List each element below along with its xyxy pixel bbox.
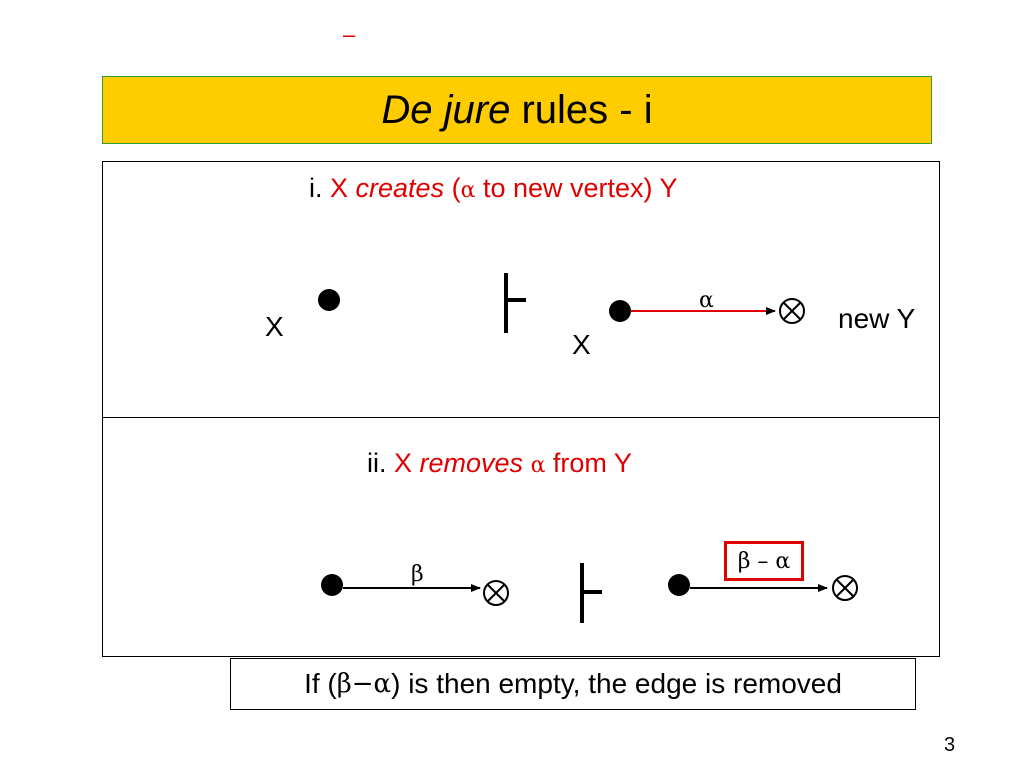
- rule-1-paren-open: (: [444, 173, 461, 203]
- rule-2-greek: α: [530, 453, 546, 478]
- note-after: ) is then empty, the edge is removed: [391, 668, 842, 699]
- rule-1-heading: i. X creates (α to new vertex) Y: [309, 173, 678, 204]
- rule-2-prefix: ii.: [367, 448, 394, 478]
- rule-1-prefix: i.: [309, 173, 331, 203]
- rule-1-new-y-object-icon: [779, 298, 805, 324]
- title-rest: rules - i: [510, 87, 653, 132]
- note-before: If (: [304, 668, 337, 699]
- rule-2-right-edge-label: β – α: [724, 541, 804, 581]
- rule-2-subject: X: [394, 448, 420, 478]
- rule-1-right-x-vertex: [609, 300, 631, 322]
- rule-1-left-x-vertex: [318, 289, 340, 311]
- rule-2-right-x-vertex: [668, 574, 690, 596]
- rule-2-left-y-object-icon: [483, 580, 509, 606]
- title-italic: De jure: [381, 87, 511, 132]
- top-mark: –: [343, 22, 356, 47]
- rule-2-left-x-vertex: [321, 574, 343, 596]
- rules-box: [102, 161, 940, 657]
- rule-1-new-y-label: new Y: [838, 303, 916, 334]
- rule-1-left-x-label: X: [265, 311, 284, 342]
- note-box: If (β−α) is then empty, the edge is remo…: [230, 658, 916, 710]
- rule-2-verb: removes: [419, 448, 524, 478]
- rule-1-right-x-label: X: [572, 329, 591, 360]
- rule-1-edge-label: α: [699, 288, 714, 313]
- rule-1-subject: X: [330, 173, 356, 203]
- rule-2-turnstile: [580, 563, 602, 623]
- rule-2-rest: from Y: [545, 448, 632, 478]
- rule-1-verb: creates: [355, 173, 445, 203]
- rule-1-greek: α: [460, 178, 476, 203]
- rule-2-heading: ii. X removes α from Y: [367, 448, 632, 479]
- rule-2-right-y-object-icon: [832, 575, 858, 601]
- note-greek: β−α: [336, 669, 392, 699]
- slide-title: De jure rules - i: [102, 76, 932, 144]
- rule-1-paren-rest: to new vertex) Y: [475, 173, 678, 203]
- rules-divider: [102, 417, 940, 418]
- page-number: 3: [944, 734, 956, 756]
- rule-2-left-edge-label: β: [411, 562, 424, 587]
- rule-1-turnstile: [504, 273, 526, 333]
